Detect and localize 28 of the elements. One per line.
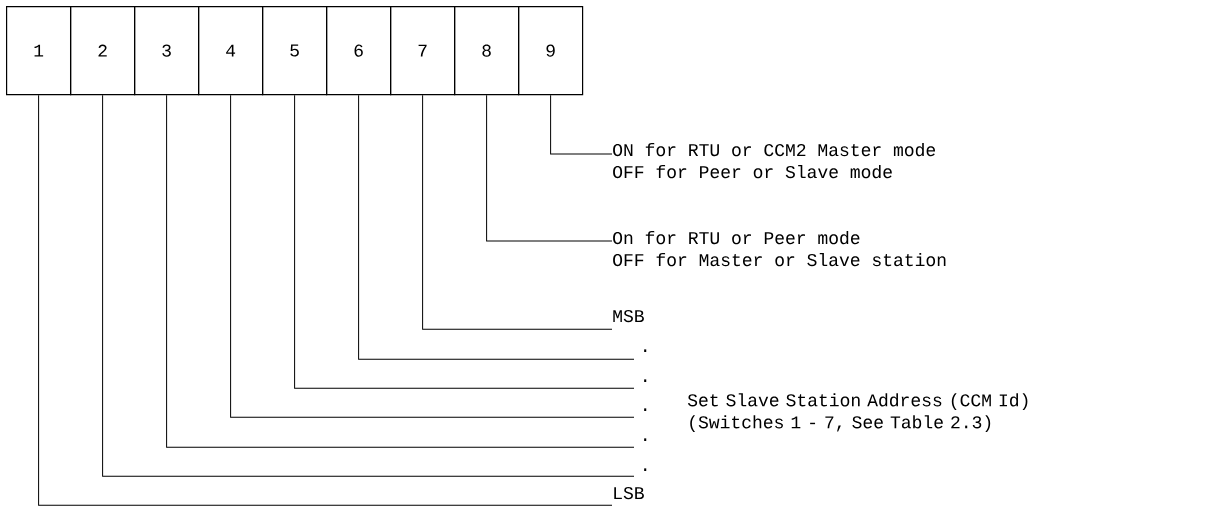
leader-line [422, 94, 613, 330]
leader-line [358, 94, 635, 360]
switch-description: On for RTU or Peer mode OFF for Master or Slave station [613, 230, 946, 267]
bit-label: . [644, 438, 647, 441]
switch-box: 9 [518, 6, 584, 96]
switch-box: 3 [134, 6, 200, 96]
bit-label: LSB [614, 486, 644, 500]
leader-line [102, 94, 635, 477]
bit-label: . [644, 349, 647, 352]
switch-box: 2 [70, 6, 136, 96]
leader-line [166, 94, 635, 448]
bit-label: MSB [613, 309, 644, 323]
bit-label: . [644, 408, 647, 411]
switch-box: 4 [198, 6, 264, 96]
switch-box: 7 [390, 6, 456, 96]
leader-line [486, 94, 613, 242]
bit-label: . [644, 379, 647, 382]
leader-line [294, 94, 635, 389]
leader-line [230, 94, 635, 418]
switch-box: 8 [454, 6, 520, 96]
switch-box: 6 [326, 6, 392, 96]
leader-line [550, 94, 613, 155]
switch-box: 5 [262, 6, 328, 96]
switch-description: ON for RTU or CCM2 Master mode OFF for Peer or Slave mode [613, 142, 935, 179]
bit-label: . [644, 468, 647, 471]
note-text: Set Slave Station Address (CCM Id) (Switches 1 - 7, See Table 2.3) [687, 393, 1028, 432]
leader-line [38, 94, 613, 506]
switch-box: 1 [6, 6, 72, 96]
